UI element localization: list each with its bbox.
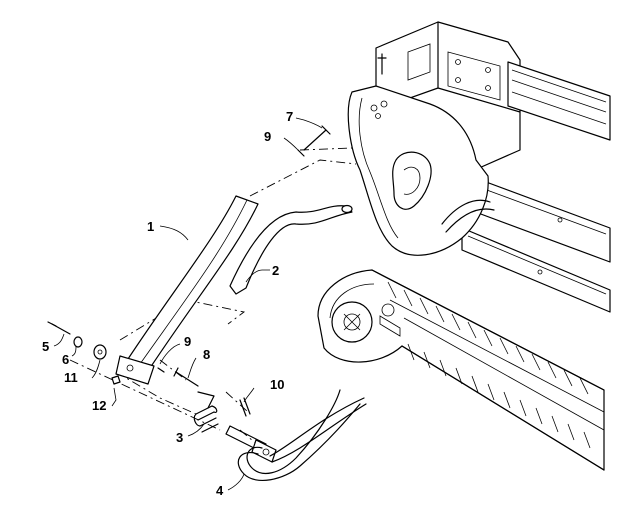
callout-11: 11 bbox=[64, 370, 78, 385]
hardware-parts bbox=[47, 125, 331, 417]
callout-7: 7 bbox=[286, 109, 293, 124]
callout-10: 10 bbox=[270, 377, 284, 392]
rod-part bbox=[229, 204, 353, 295]
callout-2: 2 bbox=[272, 263, 279, 278]
callout-9-lower: 9 bbox=[184, 334, 191, 349]
leader-lines bbox=[53, 117, 323, 491]
callout-8: 8 bbox=[203, 347, 210, 362]
machine-frame bbox=[317, 21, 611, 471]
callout-1: 1 bbox=[147, 219, 154, 234]
callout-12: 12 bbox=[92, 398, 106, 413]
assembly-center-lines bbox=[69, 147, 357, 453]
callout-5: 5 bbox=[42, 339, 49, 354]
callout-labels: 1 2 3 4 5 6 7 8 9 9 10 11 12 bbox=[42, 109, 293, 498]
handle-part bbox=[115, 195, 259, 385]
callout-9-top: 9 bbox=[264, 129, 271, 144]
callout-6: 6 bbox=[62, 352, 69, 367]
wire-bail-part bbox=[225, 389, 367, 481]
callout-3: 3 bbox=[176, 430, 183, 445]
spring-part bbox=[193, 391, 219, 433]
callout-4: 4 bbox=[216, 483, 224, 498]
